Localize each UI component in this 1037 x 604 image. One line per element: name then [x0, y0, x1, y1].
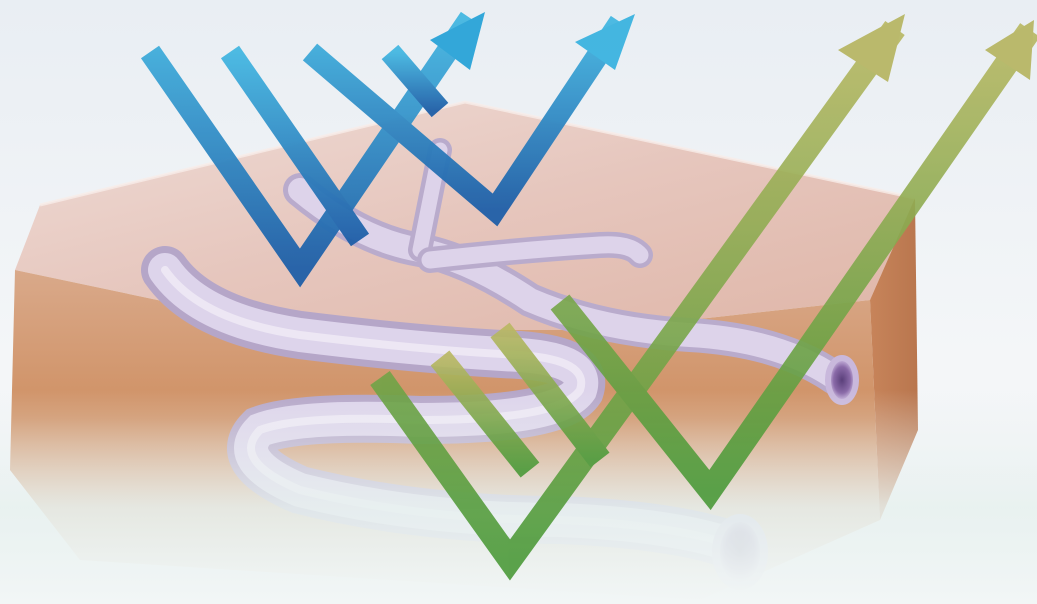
skin-top-surface [15, 102, 915, 330]
bottom-fog [0, 390, 1037, 604]
